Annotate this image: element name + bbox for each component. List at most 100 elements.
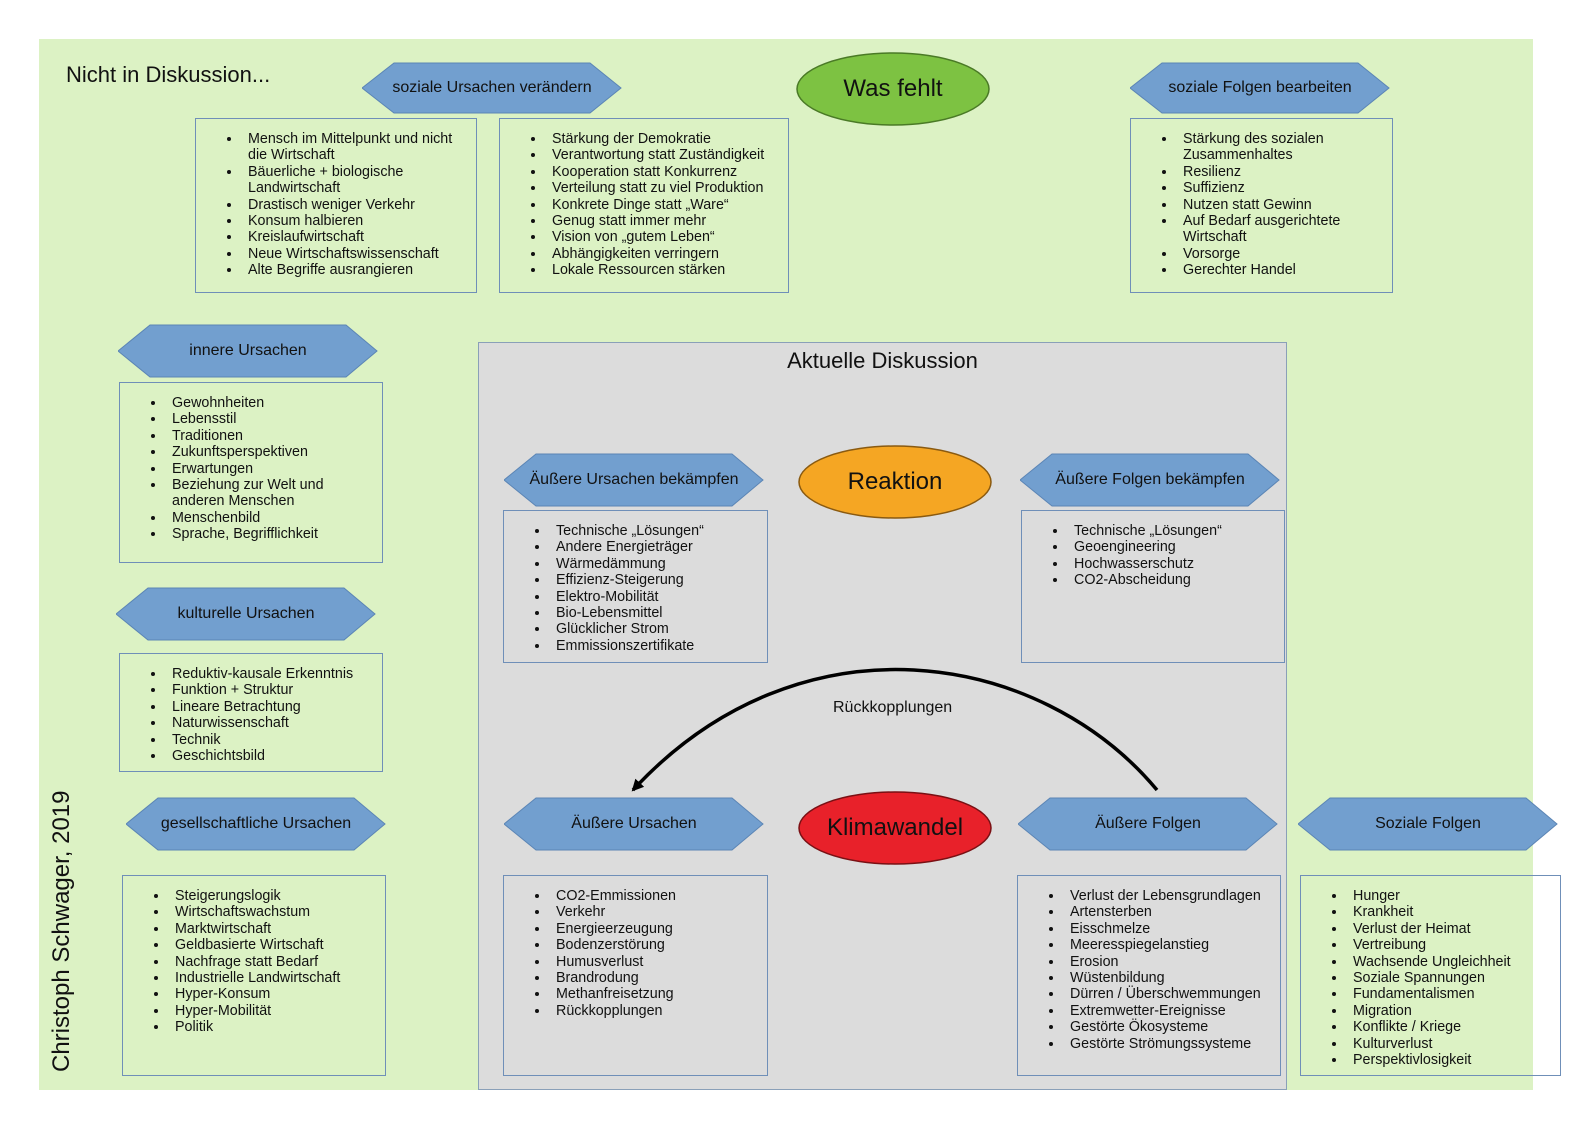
list-soziale-folgen: HungerKrankheitVerlust der HeimatVertrei… (1300, 875, 1561, 1076)
hex-label: kulturelle Ursachen (177, 605, 315, 622)
list-item: Kooperation statt Konkurrenz (546, 164, 780, 180)
list-item: Gestörte Ökosysteme (1064, 1019, 1272, 1035)
list-item: Sprache, Begrifflichkeit (166, 526, 374, 542)
list-item: Methanfreisetzung (550, 986, 759, 1002)
hex-aeussere-folgen-bekaempfen: Äußere Folgen bekämpfen (1020, 453, 1280, 507)
hex-gesellschaftliche-ursachen: gesellschaftliche Ursachen (126, 797, 386, 851)
list-item: Traditionen (166, 428, 374, 444)
list-item: Dürren / Überschwemmungen (1064, 986, 1272, 1002)
list-item: Geoengineering (1068, 539, 1276, 555)
list-item: Hyper-Konsum (169, 986, 377, 1002)
list-item: Zukunftsperspektiven (166, 444, 374, 460)
list-item: CO2-Abscheidung (1068, 572, 1276, 588)
list-item: Steigerungslogik (169, 888, 377, 904)
ellipse-reaktion: Reaktion (797, 444, 993, 520)
list-item: Bodenzerstörung (550, 937, 759, 953)
list-item: Nachfrage statt Bedarf (169, 954, 377, 970)
list-item: Extremwetter-Ereignisse (1064, 1003, 1272, 1019)
list-item: Elektro-Mobilität (550, 589, 759, 605)
list-item: Verlust der Lebensgrundlagen (1064, 888, 1272, 904)
list-soziale-ursachen-2: Stärkung der DemokratieVerantwortung sta… (499, 118, 789, 293)
list-item: Gewohnheiten (166, 395, 374, 411)
list-item: Vertreibung (1347, 937, 1552, 953)
list-item: Stärkung der Demokratie (546, 131, 780, 147)
inner-title: Aktuelle Diskussion (787, 348, 978, 373)
list-item: Vision von „gutem Leben“ (546, 229, 780, 245)
ellipse-label: Reaktion (847, 468, 943, 495)
list-item: Krankheit (1347, 904, 1552, 920)
list-item: Genug statt immer mehr (546, 213, 780, 229)
list-item: Lebensstil (166, 411, 374, 427)
list-item: Fundamentalismen (1347, 986, 1552, 1002)
ellipse-label: Was fehlt (843, 75, 943, 102)
list-item: Gestörte Strömungssysteme (1064, 1036, 1272, 1052)
list-item: Alte Begriffe ausrangieren (242, 262, 468, 278)
list-item: Emmissionszertifikate (550, 638, 759, 654)
list-item: Neue Wirtschaftswissenschaft (242, 246, 468, 262)
list-item: Erwartungen (166, 461, 374, 477)
hex-label: Äußere Folgen (1095, 815, 1201, 832)
list-item: Meeresspiegelanstieg (1064, 937, 1272, 953)
list-item: Stärkung des sozialen Zusammenhaltes (1177, 131, 1384, 164)
list-item: Auf Bedarf ausgerichtete Wirtschaft (1177, 213, 1384, 246)
ellipse-was-fehlt: Was fehlt (795, 51, 991, 127)
list-item: Funktion + Struktur (166, 682, 374, 698)
list-item: Technik (166, 732, 374, 748)
list-aeussere-ursachen: CO2-EmmissionenVerkehrEnergieerzeugungBo… (503, 875, 768, 1076)
list-gesellschaftliche-ursachen: SteigerungslogikWirtschaftswachstumMarkt… (122, 875, 386, 1076)
hex-soziale-folgen: Soziale Folgen (1298, 797, 1558, 851)
list-item: Bäuerliche + biologische Landwirtschaft (242, 164, 468, 197)
list-item: Abhängigkeiten verringern (546, 246, 780, 262)
list-item: Technische „Lösungen“ (550, 523, 759, 539)
list-item: Andere Energieträger (550, 539, 759, 555)
list-item: Mensch im Mittelpunkt und nicht die Wirt… (242, 131, 468, 164)
list-item: Glücklicher Strom (550, 621, 759, 637)
feedback-label: Rückkopplungen (833, 699, 953, 716)
hex-aeussere-ursachen: Äußere Ursachen (504, 797, 764, 851)
hex-aeussere-folgen: Äußere Folgen (1018, 797, 1278, 851)
list-item: Beziehung zur Welt und anderen Menschen (166, 477, 374, 510)
list-item: Gerechter Handel (1177, 262, 1384, 278)
list-item: Effizienz-Steigerung (550, 572, 759, 588)
hex-label: soziale Folgen bearbeiten (1168, 79, 1352, 96)
list-item: Verlust der Heimat (1347, 921, 1552, 937)
list-item: Technische „Lösungen“ (1068, 523, 1276, 539)
list-item: Soziale Spannungen (1347, 970, 1552, 986)
hex-soziale-folgen-bearbeiten: soziale Folgen bearbeiten (1130, 62, 1390, 114)
hex-label: soziale Ursachen verändern (392, 79, 592, 96)
hex-label: Äußere Ursachen (571, 815, 697, 832)
list-item: Bio-Lebensmittel (550, 605, 759, 621)
list-innere-ursachen: GewohnheitenLebensstilTraditionenZukunft… (119, 382, 383, 563)
list-item: Energieerzeugung (550, 921, 759, 937)
hex-innere-ursachen: innere Ursachen (118, 324, 378, 378)
list-item: Lokale Ressourcen stärken (546, 262, 780, 278)
hex-aeussere-ursachen-bekaempfen: Äußere Ursachen bekämpfen (504, 453, 764, 507)
list-item: Marktwirtschaft (169, 921, 377, 937)
ellipse-klimawandel: Klimawandel (797, 790, 993, 866)
hex-label: gesellschaftliche Ursachen (160, 815, 352, 832)
hex-label: Äußere Ursachen bekämpfen (529, 471, 739, 488)
list-item: Verteilung statt zu viel Produktion (546, 180, 780, 196)
list-item: Perspektivlosigkeit (1347, 1052, 1552, 1068)
list-item: Migration (1347, 1003, 1552, 1019)
list-soziale-ursachen-1: Mensch im Mittelpunkt und nicht die Wirt… (195, 118, 477, 293)
list-item: Kreislaufwirtschaft (242, 229, 468, 245)
list-item: Hyper-Mobilität (169, 1003, 377, 1019)
list-item: Politik (169, 1019, 377, 1035)
list-item: Verkehr (550, 904, 759, 920)
ellipse-label: Klimawandel (826, 814, 964, 841)
list-item: Konkrete Dinge statt „Ware“ (546, 197, 780, 213)
list-item: Wüstenbildung (1064, 970, 1272, 986)
list-item: Eisschmelze (1064, 921, 1272, 937)
list-item: Konsum halbieren (242, 213, 468, 229)
list-item: Erosion (1064, 954, 1272, 970)
list-item: Brandrodung (550, 970, 759, 986)
list-aeussere-folgen-bekaempfen: Technische „Lösungen“GeoengineeringHochw… (1021, 510, 1285, 663)
hex-label: Soziale Folgen (1375, 815, 1481, 832)
list-item: CO2-Emmissionen (550, 888, 759, 904)
list-item: Geschichtsbild (166, 748, 374, 764)
list-item: Wärmedämmung (550, 556, 759, 572)
list-item: Kulturverlust (1347, 1036, 1552, 1052)
list-item: Menschenbild (166, 510, 374, 526)
